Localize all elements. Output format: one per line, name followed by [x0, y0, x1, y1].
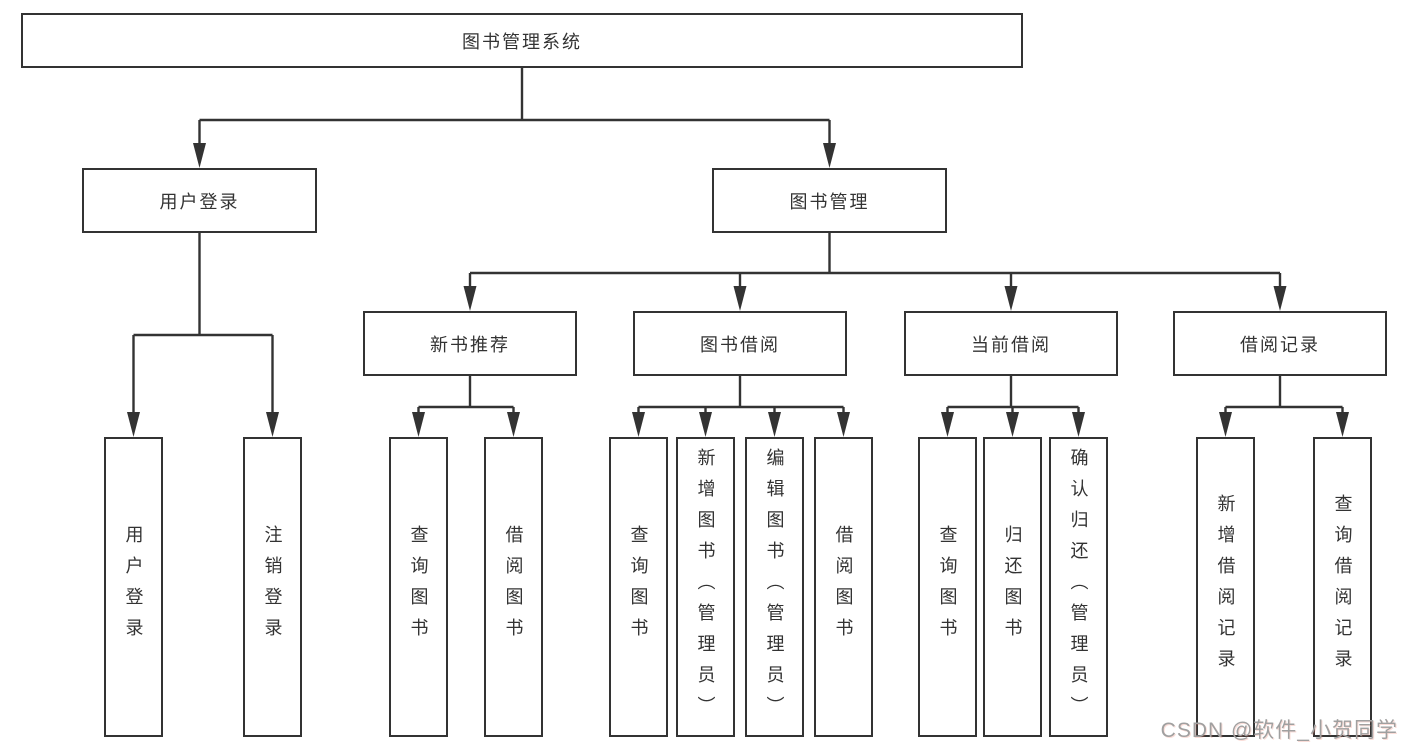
node-book-borrowing: 图书借阅 — [633, 311, 847, 376]
leaf-borrowing-edit-books-admin: 编辑图书（管理员） — [745, 437, 804, 737]
leaf-records-query-record-label: 查询借阅记录 — [1332, 494, 1353, 680]
leaf-user-login: 用户登录 — [104, 437, 163, 737]
leaf-records-add-record-label: 新增借阅记录 — [1215, 494, 1236, 680]
connector-management-to-level3 — [463, 233, 1287, 311]
leaf-current-query-books: 查询图书 — [918, 437, 977, 737]
leaf-logout: 注销登录 — [243, 437, 302, 737]
leaf-borrowing-edit-books-admin-label: 编辑图书（管理员） — [764, 447, 785, 727]
node-book-management-label: 图书管理 — [789, 191, 870, 212]
leaf-records-add-record: 新增借阅记录 — [1196, 437, 1255, 737]
leaf-current-return-books-label: 归还图书 — [1002, 525, 1023, 649]
node-new-book-recommend-label: 新书推荐 — [430, 334, 510, 355]
connector-borrowing-to-leaves — [632, 376, 850, 437]
node-book-borrowing-label: 图书借阅 — [700, 334, 780, 355]
connector-root-to-level2 — [193, 68, 836, 168]
leaf-recommend-borrow-books-label: 借阅图书 — [503, 525, 524, 649]
leaf-borrowing-borrow-books-label: 借阅图书 — [833, 525, 854, 649]
node-root-label: 图书管理系统 — [462, 31, 582, 52]
leaf-borrowing-add-books-admin-label: 新增图书（管理员） — [695, 447, 716, 727]
leaf-logout-label: 注销登录 — [262, 525, 283, 649]
leaf-current-confirm-return-admin: 确认归还（管理员） — [1049, 437, 1108, 737]
leaf-borrowing-query-books: 查询图书 — [609, 437, 668, 737]
leaf-recommend-borrow-books: 借阅图书 — [484, 437, 543, 737]
node-borrowing-records: 借阅记录 — [1173, 311, 1387, 376]
leaf-borrowing-borrow-books: 借阅图书 — [814, 437, 873, 737]
connector-login-to-leaves — [127, 233, 279, 437]
leaf-records-query-record: 查询借阅记录 — [1313, 437, 1372, 737]
node-user-login: 用户登录 — [82, 168, 317, 233]
leaf-borrowing-query-books-label: 查询图书 — [628, 525, 649, 649]
connector-recommend-to-leaves — [412, 376, 520, 437]
node-book-management: 图书管理 — [712, 168, 947, 233]
connector-current-to-leaves — [941, 376, 1085, 437]
node-user-login-label: 用户登录 — [159, 191, 240, 212]
leaf-recommend-query-books-label: 查询图书 — [408, 525, 429, 649]
node-current-borrowing: 当前借阅 — [904, 311, 1118, 376]
node-new-book-recommend: 新书推荐 — [363, 311, 577, 376]
leaf-recommend-query-books: 查询图书 — [389, 437, 448, 737]
leaf-user-login-label: 用户登录 — [123, 525, 144, 649]
node-current-borrowing-label: 当前借阅 — [971, 334, 1051, 355]
leaf-current-query-books-label: 查询图书 — [937, 525, 958, 649]
leaf-borrowing-add-books-admin: 新增图书（管理员） — [676, 437, 735, 737]
node-borrowing-records-label: 借阅记录 — [1240, 334, 1320, 355]
csdn-watermark: CSDN @软件_小贺同学 — [1160, 719, 1398, 742]
leaf-current-confirm-return-admin-label: 确认归还（管理员） — [1068, 447, 1089, 727]
node-root: 图书管理系统 — [21, 13, 1023, 68]
connector-records-to-leaves — [1219, 376, 1349, 437]
leaf-current-return-books: 归还图书 — [983, 437, 1042, 737]
